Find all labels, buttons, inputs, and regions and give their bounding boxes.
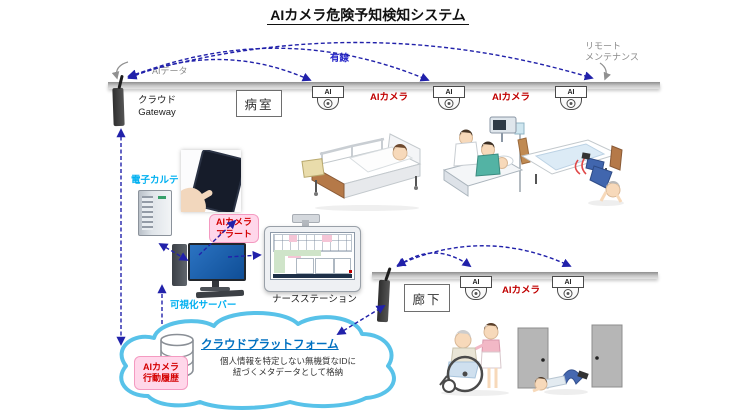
floor-plan-taskbar — [272, 274, 353, 279]
patient-in-bed-illustration — [301, 133, 422, 211]
cloud-platform-title: クラウドプラットフォーム — [201, 339, 339, 351]
ai-camera-top: AI — [552, 276, 584, 288]
camera-lens-icon — [323, 99, 333, 108]
ai-camera-dome — [317, 98, 339, 110]
patient-falling-from-bed-illustration — [517, 137, 624, 206]
wired-label: 有線 — [330, 53, 350, 64]
cloud-gateway-label-line1: クラウド — [137, 95, 176, 106]
ai-camera-icon: AI — [555, 86, 587, 110]
corridor-gateway-icon — [376, 279, 391, 323]
ai-camera-dome — [560, 98, 582, 110]
remote-maintenance-label: リモート メンテナンス — [585, 41, 639, 63]
ai-camera-alert-badge: AIカメラ アラート — [209, 214, 259, 243]
remote-maintenance-line2: メンテナンス — [585, 52, 639, 62]
camera-lens-icon — [566, 99, 576, 108]
pc-tower-icon — [172, 244, 187, 286]
floor-plan-status-dot — [348, 270, 352, 274]
nurse-station-display — [264, 226, 361, 292]
ai-camera-dome — [438, 98, 460, 110]
floor-plan-room — [334, 258, 352, 275]
pc-monitor-base — [200, 287, 230, 291]
pc-screen — [190, 245, 244, 279]
ai-camera-icon: AI — [433, 86, 465, 110]
ai-camera-label: AIカメラ — [492, 92, 531, 103]
ehr-label: 電子カルテ — [131, 175, 179, 186]
ward-room-box: 病室 — [236, 90, 282, 117]
ai-camera-badge: AI — [564, 278, 572, 286]
ai-data-label: AIデータ — [152, 66, 188, 76]
cloud-note-line2: 紐づくメタデータとして格納 — [232, 366, 344, 377]
floor-plan-room — [314, 258, 334, 275]
display-mount-stem — [302, 220, 309, 227]
cloud-gateway-icon — [112, 87, 125, 127]
ai-camera-label: AIカメラ — [502, 285, 541, 296]
ai-camera-top: AI — [312, 86, 344, 98]
corridor-ceiling-bar — [372, 272, 658, 279]
corridor-room-box: 廊下 — [404, 284, 450, 312]
ai-camera-badge: AI — [324, 88, 332, 96]
ai-camera-dome — [465, 288, 487, 300]
floor-plan-screen — [270, 232, 355, 280]
fallen-person-corridor-illustration — [517, 324, 623, 395]
pc-monitor-stand — [212, 281, 219, 287]
floor-plan-room — [295, 258, 315, 275]
cloud-gateway-label-line2: Gateway — [138, 107, 176, 118]
page-title-text: AIカメラ危険予知検知システム — [267, 7, 469, 25]
camera-lens-icon — [444, 99, 454, 108]
camera-lens-icon — [471, 289, 481, 298]
ai-camera-icon: AI — [312, 86, 344, 110]
ward-ceiling-bar — [108, 82, 660, 89]
ai-camera-badge: AI — [445, 88, 453, 96]
pc-monitor-icon — [188, 243, 246, 281]
floor-plan-alert-cell — [289, 235, 297, 242]
floor-plan-corridor — [274, 250, 286, 274]
camera-lens-icon — [563, 289, 573, 298]
ai-camera-badge: AI — [472, 278, 480, 286]
ai-camera-top: AI — [555, 86, 587, 98]
wheelchair-patient-illustration — [439, 323, 509, 396]
remote-maintenance-line1: リモート — [585, 41, 622, 51]
cloud-gateway-label: クラウド Gateway — [131, 95, 183, 119]
ai-camera-top: AI — [433, 86, 465, 98]
tablet-photo — [181, 150, 241, 212]
cloud-note-line1: 個人情報を特定しない無機質なIDに — [219, 356, 356, 366]
page-title: AIカメラ危険予知検知システム — [0, 5, 736, 25]
floor-plan-alert-cell — [322, 234, 333, 242]
floor-plan-grid — [272, 234, 353, 252]
ai-camera-history-badge: AIカメラ 行動履歴 — [134, 356, 188, 390]
floor-plan-corridor — [274, 250, 321, 257]
visualization-server-label: 可視化サーバー — [170, 300, 237, 311]
ai-camera-history-line2: 行動履歴 — [142, 373, 179, 383]
ai-camera-alert-line2: アラート — [215, 228, 252, 239]
ai-camera-icon: AI — [460, 276, 492, 300]
ai-camera-history-line1: AIカメラ — [142, 361, 179, 372]
ai-camera-badge: AI — [567, 88, 575, 96]
ai-camera-dome — [557, 288, 579, 300]
nurses-attending-patient-illustration — [442, 116, 525, 197]
ehr-server-icon — [138, 190, 172, 236]
nurse-station-label: ナースステーション — [272, 294, 357, 305]
ai-camera-label: AIカメラ — [370, 92, 409, 103]
cloud-platform-note: 個人情報を特定しない無機質なIDに 紐づくメタデータとして格納 — [202, 356, 374, 377]
ai-camera-alert-line1: AIカメラ — [215, 217, 252, 227]
ai-camera-icon: AI — [552, 276, 584, 300]
ai-camera-top: AI — [460, 276, 492, 288]
